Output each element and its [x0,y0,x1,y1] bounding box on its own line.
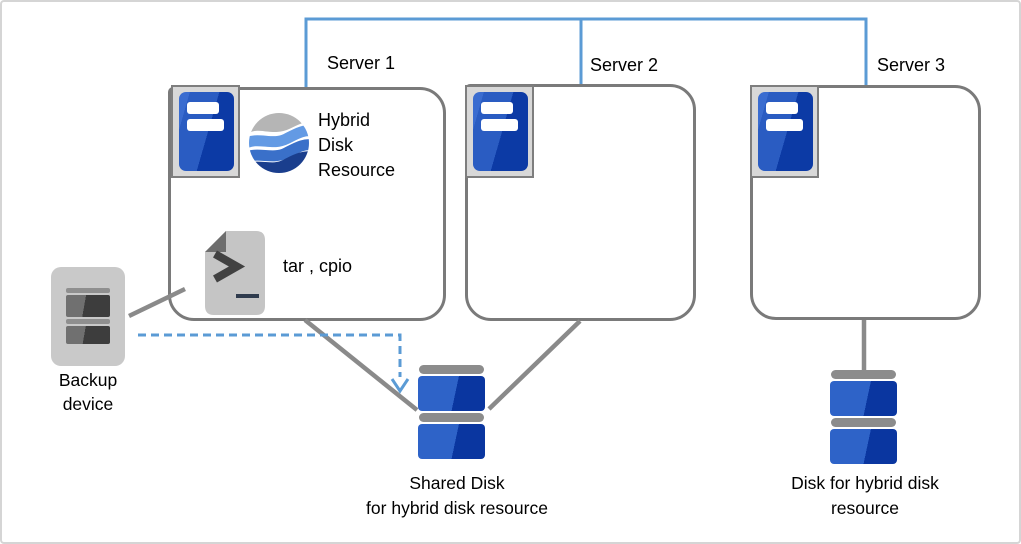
disk-cap [419,413,484,422]
backup-device-label: Backup device [58,370,118,414]
server-chassis [758,92,813,171]
tape-slot-bar [66,288,110,293]
server-slot [766,102,798,114]
server-slot [187,102,219,114]
hybrid-disk-resource-icon [249,113,309,173]
server2-tower-icon [465,85,534,178]
server1-label: Server 1 [327,53,396,73]
backup-dashed-path [138,333,402,377]
tape-slot-bar [66,319,110,324]
shared-disk-label: Shared Disk for hybrid disk resource [366,473,548,518]
hybrid-disk-resource-label: Hybrid Disk Resource [318,110,396,180]
server2-label: Server 2 [590,55,659,75]
hybrid-disk-label: Disk for hybrid disk resource [791,473,939,518]
server3-tower-icon [750,85,819,178]
shared-disk-icon [418,365,485,461]
backup-device-icon [51,267,125,366]
tar-cpio-label: tar , cpio [283,256,353,276]
disk-cap [831,370,896,379]
backup-arrowhead-icon [390,378,410,394]
server-slot [481,119,518,131]
hybrid-disk-icon [830,370,897,466]
disk-platter [418,376,485,411]
server1-to-shared-disk-line [303,318,419,412]
script-file-icon [205,231,265,315]
server-chassis [473,92,528,171]
tape-drive-bay [66,326,110,344]
server1-tower-icon [171,85,240,178]
tape-drive-bay [66,295,110,317]
server2-to-shared-disk-line [487,319,582,411]
server-slot [481,102,513,114]
disk-platter [830,381,897,416]
disk-cap [419,365,484,374]
server-slot [187,119,224,131]
disk-platter [418,424,485,459]
server3-label: Server 3 [877,55,946,75]
server-chassis [179,92,234,171]
disk-platter [830,429,897,464]
disk-cap [831,418,896,427]
server-slot [766,119,803,131]
